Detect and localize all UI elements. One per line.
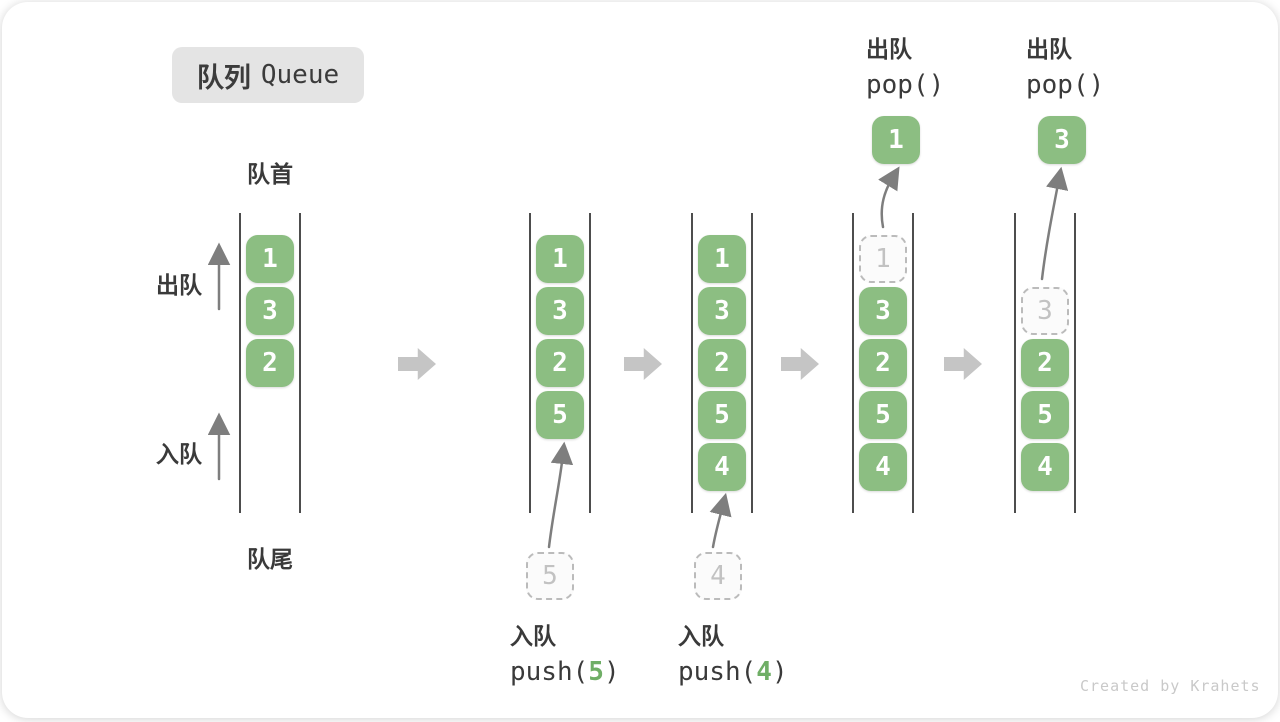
push4-code-label: push(4) bbox=[678, 653, 788, 691]
enqueue-side-label: 入队 bbox=[156, 441, 202, 467]
title-zh: 队列 bbox=[196, 62, 251, 93]
queue-slot: 4 bbox=[1021, 443, 1069, 491]
pop1-zh-label: 出队 bbox=[866, 36, 912, 62]
next-state-arrow-icon bbox=[398, 348, 436, 380]
queue-slot: 4 bbox=[698, 443, 746, 491]
queue-slot: 5 bbox=[859, 391, 907, 439]
queue-rear-label: 队尾 bbox=[247, 546, 293, 572]
popped-element-box: 3 bbox=[1038, 116, 1086, 164]
pop3-zh-label: 出队 bbox=[1026, 36, 1072, 62]
pop1-code-label: pop() bbox=[866, 70, 945, 100]
title-badge: 队列 Queue bbox=[172, 47, 364, 103]
queue-column-1: 1 3 2 bbox=[239, 213, 301, 513]
code-text: ) bbox=[771, 657, 788, 687]
popped-element-box: 1 bbox=[872, 116, 920, 164]
code-arg: 4 bbox=[756, 657, 772, 687]
push4-op-label: 入队 push(4) bbox=[678, 619, 788, 691]
queue-slot: 3 bbox=[536, 287, 584, 335]
pop3-op-label: 出队 pop() bbox=[1026, 32, 1104, 104]
queue-column-5: 3 2 5 4 bbox=[1014, 213, 1076, 513]
queue-slot: 2 bbox=[1021, 339, 1069, 387]
queue-slot: 1 bbox=[246, 235, 294, 283]
push5-zh-label: 入队 bbox=[510, 623, 556, 649]
queue-slot-ghost: 3 bbox=[1021, 287, 1069, 335]
title-en: Queue bbox=[260, 60, 340, 90]
queue-slot: 5 bbox=[698, 391, 746, 439]
queue-slot: 2 bbox=[859, 339, 907, 387]
push4-zh-label: 入队 bbox=[678, 623, 724, 649]
queue-slot: 4 bbox=[859, 443, 907, 491]
queue-slot: 2 bbox=[698, 339, 746, 387]
watermark: Created by Krahets bbox=[1080, 677, 1261, 695]
queue-column-4: 1 3 2 5 4 bbox=[852, 213, 914, 513]
next-state-arrow-icon bbox=[624, 348, 662, 380]
queue-slot: 3 bbox=[859, 287, 907, 335]
queue-slot: 1 bbox=[698, 235, 746, 283]
queue-column-2: 1 3 2 5 bbox=[529, 213, 591, 513]
queue-slot-ghost: 1 bbox=[859, 235, 907, 283]
pop3-code-label: pop() bbox=[1026, 70, 1105, 100]
queue-front-label: 队首 bbox=[247, 161, 293, 187]
code-arg: 5 bbox=[588, 657, 604, 687]
next-state-arrow-icon bbox=[944, 348, 982, 380]
code-text: ) bbox=[603, 657, 620, 687]
queue-slot: 2 bbox=[246, 339, 294, 387]
queue-slot: 5 bbox=[1021, 391, 1069, 439]
dequeue-side-label: 出队 bbox=[156, 272, 202, 298]
push5-op-label: 入队 push(5) bbox=[510, 619, 620, 691]
code-text: push( bbox=[678, 657, 757, 687]
queue-slot: 1 bbox=[536, 235, 584, 283]
next-state-arrow-icon bbox=[781, 348, 819, 380]
queue-slot: 5 bbox=[536, 391, 584, 439]
queue-slot: 3 bbox=[246, 287, 294, 335]
queue-slot: 3 bbox=[698, 287, 746, 335]
push5-code-label: push(5) bbox=[510, 653, 620, 691]
queue-slot: 2 bbox=[536, 339, 584, 387]
staged-element-box: 5 bbox=[526, 552, 574, 600]
queue-column-3: 1 3 2 5 4 bbox=[691, 213, 753, 513]
staged-element-box: 4 bbox=[694, 552, 742, 600]
code-text: push( bbox=[510, 657, 589, 687]
pop1-op-label: 出队 pop() bbox=[866, 32, 944, 104]
